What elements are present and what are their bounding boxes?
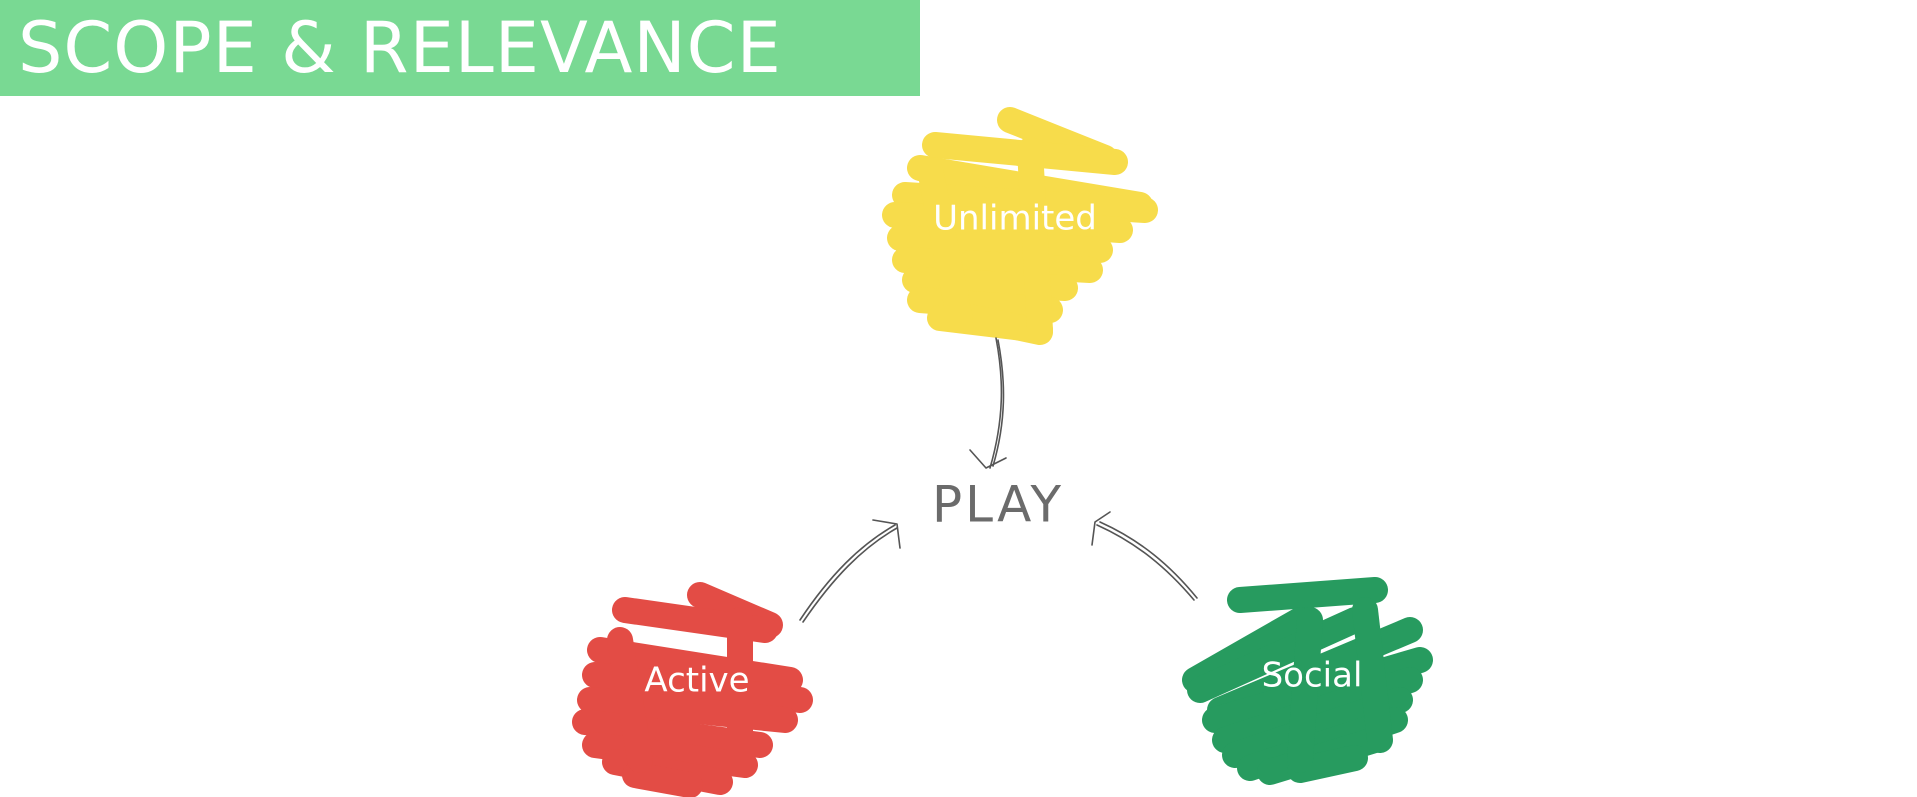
arrow-head-icon <box>872 519 901 549</box>
active-scribble <box>572 582 813 797</box>
unlimited-scribble <box>882 107 1158 345</box>
arrow-social-to-play <box>1091 511 1198 601</box>
social-stroke <box>1287 607 1323 773</box>
social-stroke <box>1182 607 1313 693</box>
arrow-line <box>992 339 1005 467</box>
unlimited-stroke <box>1017 137 1053 343</box>
active-stroke <box>582 732 758 778</box>
node-label-active: Active <box>644 661 749 701</box>
arrow-active-to-play <box>799 519 901 623</box>
arrow-unlimited-to-play <box>969 337 1007 469</box>
unlimited-stroke <box>917 157 973 333</box>
unlimited-stroke <box>947 302 1053 345</box>
arrow-line <box>802 527 898 623</box>
center-label-play: PLAY <box>932 476 1064 534</box>
active-stroke <box>622 762 703 797</box>
active-stroke <box>607 627 653 773</box>
arrow-head-icon <box>1091 511 1111 546</box>
unlimited-stroke <box>887 225 1113 263</box>
title-banner: SCOPE & RELEVANCE <box>0 0 920 96</box>
arrow-line <box>1096 524 1195 601</box>
social-stroke <box>1187 607 1368 703</box>
node-label-social: Social <box>1262 656 1363 696</box>
page-title: SCOPE & RELEVANCE <box>18 7 782 89</box>
social-stroke <box>1352 597 1393 753</box>
arrow-line <box>1099 521 1198 599</box>
arrow-head-icon <box>969 449 1007 469</box>
node-label-unlimited: Unlimited <box>933 199 1097 239</box>
arrow-line <box>989 337 1003 469</box>
social-scribble <box>1182 577 1433 785</box>
social-stroke <box>1227 577 1388 613</box>
arrow-line <box>799 524 896 621</box>
